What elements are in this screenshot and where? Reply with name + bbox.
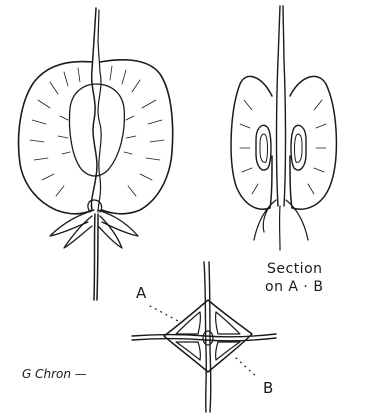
- section-caption-line1: Section: [267, 262, 323, 276]
- section-left-seed-inner: [260, 134, 268, 162]
- section-right-seed-inner: [295, 134, 303, 162]
- cross-section-vertical-axis: [204, 262, 211, 412]
- artist-signature: G Chron —: [22, 368, 87, 380]
- section-beak: [277, 6, 286, 206]
- section-right-seed: [291, 125, 306, 170]
- section-right-wing: [290, 76, 336, 209]
- point-a-label: A: [136, 286, 146, 301]
- whole-fruit-wing: [19, 60, 173, 214]
- section-figure: [231, 6, 336, 250]
- whole-fruit-beak: [91, 8, 97, 210]
- section-line-b-leader: [236, 358, 258, 378]
- section-left-seed: [256, 125, 271, 170]
- section-line-a-leader: [150, 306, 180, 322]
- whole-fruit-figure: [19, 8, 173, 300]
- section-left-wing: [231, 76, 272, 209]
- section-caption-line2: on A · B: [265, 280, 323, 294]
- section-filaments: [254, 200, 308, 250]
- point-b-label: B: [263, 381, 273, 396]
- section-venation: [240, 100, 326, 194]
- cross-section-center: [203, 331, 213, 345]
- cross-section-figure: [132, 262, 276, 412]
- whole-fruit-pedicel: [94, 214, 98, 300]
- whole-fruit-beak-2: [98, 10, 101, 212]
